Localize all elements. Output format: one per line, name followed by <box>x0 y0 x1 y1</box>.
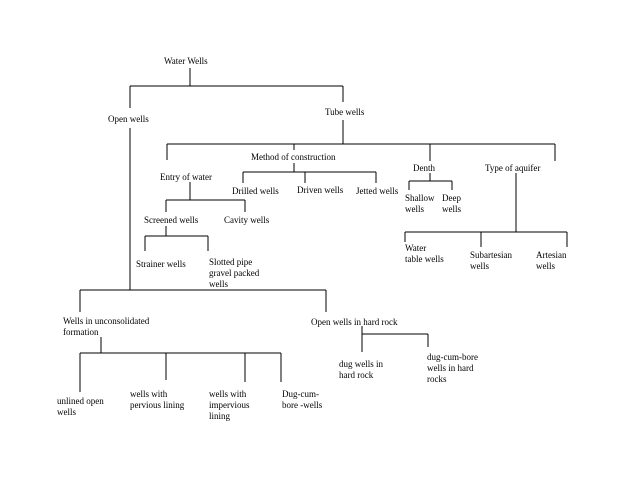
node-driven-wells: Driven wells <box>297 185 344 195</box>
node-depth: Denth <box>413 163 435 173</box>
node-open-wells: Open wells <box>108 114 149 124</box>
node-type-of-aquifer: Type of aquifer <box>485 163 541 173</box>
node-dug-cum-bore-wells: Dug-cum- bore -wells <box>282 389 323 410</box>
node-method-of-construction: Method of construction <box>251 152 336 162</box>
node-jetted-wells: Jetted wells <box>356 186 399 196</box>
node-water-wells: Water Wells <box>164 56 208 66</box>
node-artesian-wells: Artesian wells <box>536 250 567 271</box>
node-slotted-pipe-wells: Slotted pipe gravel packed wells <box>209 257 260 289</box>
node-unlined-open-wells: unlined open wells <box>57 396 104 417</box>
node-strainer-wells: Strainer wells <box>136 259 186 269</box>
node-screened-wells: Screened wells <box>144 215 199 225</box>
node-water-table-wells: Water table wells <box>405 243 444 264</box>
node-deep-wells: Deep wells <box>442 193 461 214</box>
node-tube-wells: Tube wells <box>325 107 365 117</box>
node-wells-unconsolidated: Wells in unconsolidated formation <box>63 316 150 337</box>
node-dug-wells-hard-rock: dug wells in hard rock <box>339 359 383 380</box>
node-open-wells-hard-rock: Open wells in hard rock <box>311 317 398 327</box>
node-dug-cum-bore-hard-rock: dug-cum-bore wells in hard rocks <box>427 352 478 384</box>
node-cavity-wells: Cavity wells <box>224 215 270 225</box>
node-impervious-lining-wells: wells with impervious lining <box>209 389 250 421</box>
node-entry-of-water: Entry of water <box>160 172 212 182</box>
node-drilled-wells: Drilled wells <box>232 186 279 196</box>
node-pervious-lining-wells: wells with pervious lining <box>130 389 185 410</box>
node-shallow-wells: Shallow wells <box>405 193 435 214</box>
node-subartesian-wells: Subartesian wells <box>470 250 512 271</box>
